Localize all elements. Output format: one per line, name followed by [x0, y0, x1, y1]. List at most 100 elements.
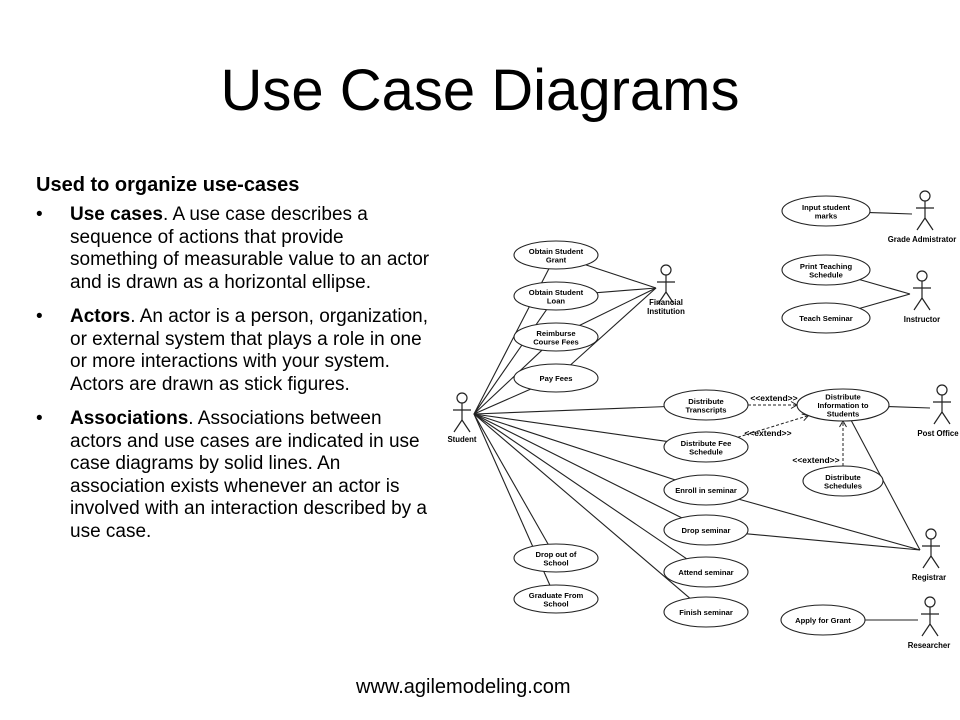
actor-head	[916, 270, 928, 282]
use-case-ellipse	[802, 465, 884, 497]
association-line	[869, 211, 913, 215]
association-line	[888, 406, 931, 409]
bullet-term: Actors	[70, 306, 131, 327]
use-case-ellipse	[513, 322, 599, 352]
actor-head	[925, 528, 937, 540]
use-case-ellipse	[663, 474, 749, 506]
use-case-ellipse	[513, 584, 599, 614]
association-line	[473, 388, 531, 415]
bullet-text: . Associations between actors and use ca…	[70, 408, 427, 542]
use-case-label: Pay Fees	[540, 374, 573, 383]
use-case-apply-grant: Apply for Grant	[780, 604, 866, 636]
slide-subtitle: Used to organize use-cases	[36, 174, 300, 196]
actor-head	[660, 264, 672, 276]
use-case-ellipse	[781, 195, 871, 227]
use-case-label: Apply for Grant	[795, 616, 851, 625]
actor-legs	[657, 290, 675, 305]
association-line	[585, 264, 657, 289]
use-case-label: Drop seminar	[682, 526, 731, 535]
use-case-ellipse	[781, 302, 871, 334]
use-case-diagram: <<extend>><<extend>><<extend>>Obtain Stu…	[447, 190, 959, 650]
bullet-use-cases: Use cases. A use case describes a sequen…	[36, 204, 436, 294]
use-case-drop-seminar: Drop seminar	[663, 514, 749, 546]
source-url: www.agilemodeling.com	[356, 676, 571, 698]
use-case-ellipse	[513, 281, 599, 311]
actor-head	[919, 190, 931, 202]
use-case-ellipse	[663, 556, 749, 588]
slide-title: Use Case Diagrams	[220, 58, 740, 123]
bullet-text: . An actor is a person, organization, or…	[70, 306, 429, 395]
use-case-ellipse	[663, 389, 749, 421]
extend-line	[737, 415, 809, 438]
actor-head	[936, 384, 948, 396]
use-case-pay-fees: Pay Fees	[513, 363, 599, 393]
bullet-term: Use cases	[70, 204, 163, 225]
actor-legs	[933, 410, 951, 425]
actor-head	[924, 596, 936, 608]
extend-label: <<extend>>	[792, 455, 839, 465]
association-line	[473, 413, 549, 545]
association-line	[473, 413, 682, 519]
use-case-ellipse	[513, 240, 599, 270]
association-line	[738, 498, 921, 551]
associations	[473, 211, 931, 621]
bullet-actors: Actors. An actor is a person, organizati…	[36, 306, 436, 396]
extend-label: <<extend>>	[750, 393, 797, 403]
actor-post: Post Office	[917, 384, 959, 438]
association-line	[746, 533, 921, 551]
use-case-ellipse	[513, 363, 599, 393]
bullet-text: . A use case describes a sequence of act…	[70, 204, 430, 293]
association-line	[859, 279, 911, 295]
use-case-ellipse	[781, 254, 871, 286]
actor-label: Post Office	[917, 429, 959, 438]
use-case-teach: Teach Seminar	[781, 302, 871, 334]
actor-legs	[913, 296, 931, 311]
association-line	[473, 413, 691, 599]
actor-label: Researcher	[908, 641, 950, 650]
actor-label: Registrar	[912, 573, 946, 582]
use-case-ellipse	[663, 596, 749, 628]
association-line	[859, 293, 911, 309]
association-line	[473, 413, 668, 442]
use-case-ellipse	[780, 604, 866, 636]
use-case-label: Attend seminar	[678, 568, 733, 577]
association-line	[473, 413, 687, 560]
use-case-attend: Attend seminar	[663, 556, 749, 588]
use-case-label: Finish seminar	[679, 608, 733, 617]
actor-label: Instructor	[904, 315, 940, 324]
actor-legs	[916, 216, 934, 231]
bullet-list: Use cases. A use case describes a sequen…	[36, 204, 436, 555]
association-line	[579, 287, 657, 326]
use-case-ellipse	[513, 543, 599, 573]
use-case-ellipse	[663, 431, 749, 463]
actor-legs	[921, 622, 939, 637]
association-line	[850, 420, 921, 551]
actor-student: Student	[447, 392, 477, 444]
use-case-label: Enroll in seminar	[675, 486, 737, 495]
association-line	[570, 287, 657, 366]
actor-legs	[922, 554, 940, 569]
association-line	[473, 406, 665, 415]
actor-label: Grade Admistrator	[888, 235, 957, 244]
use-case-label: Teach Seminar	[799, 314, 853, 323]
association-line	[473, 413, 676, 481]
